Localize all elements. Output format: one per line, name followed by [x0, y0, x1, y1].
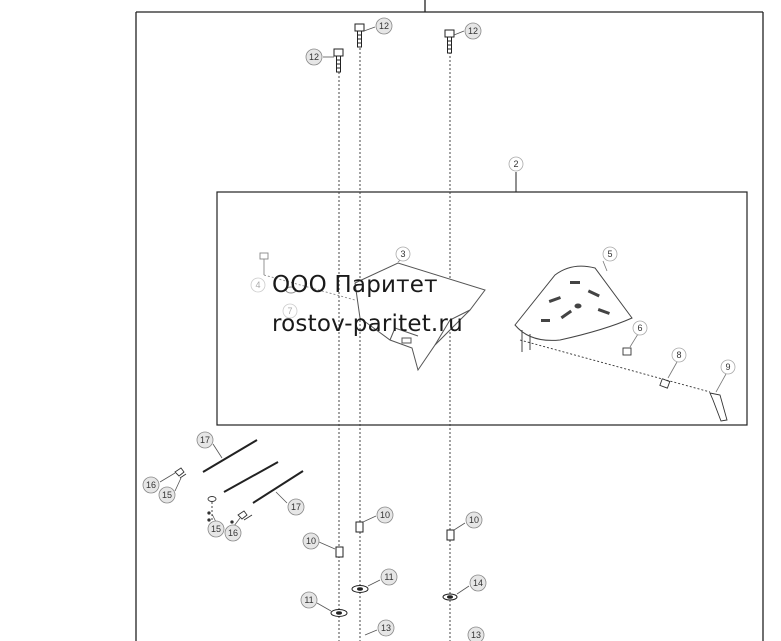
svg-text:8: 8 [676, 350, 681, 360]
callout-6: 6 [629, 320, 648, 348]
washers [330, 585, 458, 617]
svg-text:6: 6 [637, 323, 642, 333]
callout-11-b: 11 [300, 591, 332, 612]
svg-text:11: 11 [304, 595, 313, 605]
svg-text:4: 4 [255, 280, 260, 290]
svg-text:15: 15 [162, 490, 172, 500]
callout-10-a: 10 [302, 532, 336, 550]
callout-15-a: 15 [158, 477, 182, 504]
svg-text:11: 11 [384, 572, 393, 582]
svg-text:9: 9 [725, 362, 730, 372]
bracket-part [354, 262, 486, 372]
watermark-company: ООО Паритет [272, 272, 438, 298]
clips [174, 467, 253, 524]
callout-14: 14 [456, 574, 487, 595]
callout-13-a: 13 [364, 619, 395, 637]
svg-text:15: 15 [211, 524, 221, 534]
subassembly-frame [216, 191, 748, 426]
callout-2: 2 [508, 156, 524, 172]
callout-3: 3 [395, 246, 411, 263]
svg-text:14: 14 [473, 578, 483, 588]
callout-17-a: 17 [196, 431, 223, 459]
bolt-part [333, 23, 455, 73]
svg-text:10: 10 [306, 536, 316, 546]
callout-16-b: 16 [224, 517, 242, 542]
svg-text:10: 10 [469, 515, 479, 525]
callout-16-a: 16 [142, 472, 176, 494]
callout-9: 9 [715, 359, 736, 393]
callout-5: 5 [602, 246, 618, 272]
callout-8: 8 [667, 347, 687, 379]
callout-10-b: 10 [362, 506, 394, 524]
svg-text:10: 10 [380, 510, 390, 520]
svg-text:3: 3 [400, 249, 405, 259]
callouts: 12 12 12 2 3 4 7 5 6 8 9 17 17 16 15 15 … [142, 17, 736, 641]
svg-text:7: 7 [287, 306, 292, 316]
svg-text:16: 16 [228, 528, 238, 538]
svg-text:17: 17 [200, 435, 210, 445]
callout-10-c: 10 [453, 511, 483, 531]
plate-part [514, 265, 633, 352]
svg-text:13: 13 [381, 623, 391, 633]
cable-ties [202, 439, 304, 504]
svg-text:13: 13 [471, 630, 481, 640]
callout-12-c: 12 [453, 22, 482, 40]
svg-text:2: 2 [513, 159, 518, 169]
callout-17-b: 17 [275, 491, 305, 516]
svg-text:12: 12 [379, 21, 389, 31]
callout-11-a: 11 [367, 568, 398, 587]
assembly-lines [338, 48, 451, 641]
callout-4: 4 [250, 277, 266, 293]
clamp-fasteners [519, 339, 728, 422]
callout-12-b: 12 [305, 48, 334, 66]
small-bolt-part [259, 252, 356, 301]
spacers [335, 521, 455, 558]
watermark-site: rostov-paritet.ru [272, 311, 463, 337]
svg-text:16: 16 [146, 480, 156, 490]
callout-15-b: 15 [207, 513, 225, 538]
callout-12-a: 12 [363, 17, 393, 35]
outer-frame [135, 0, 764, 641]
svg-text:5: 5 [607, 249, 612, 259]
callout-13-b: 13 [467, 626, 485, 641]
svg-text:12: 12 [309, 52, 319, 62]
svg-text:17: 17 [291, 502, 301, 512]
svg-text:12: 12 [468, 26, 478, 36]
callout-7: 7 [282, 303, 298, 319]
